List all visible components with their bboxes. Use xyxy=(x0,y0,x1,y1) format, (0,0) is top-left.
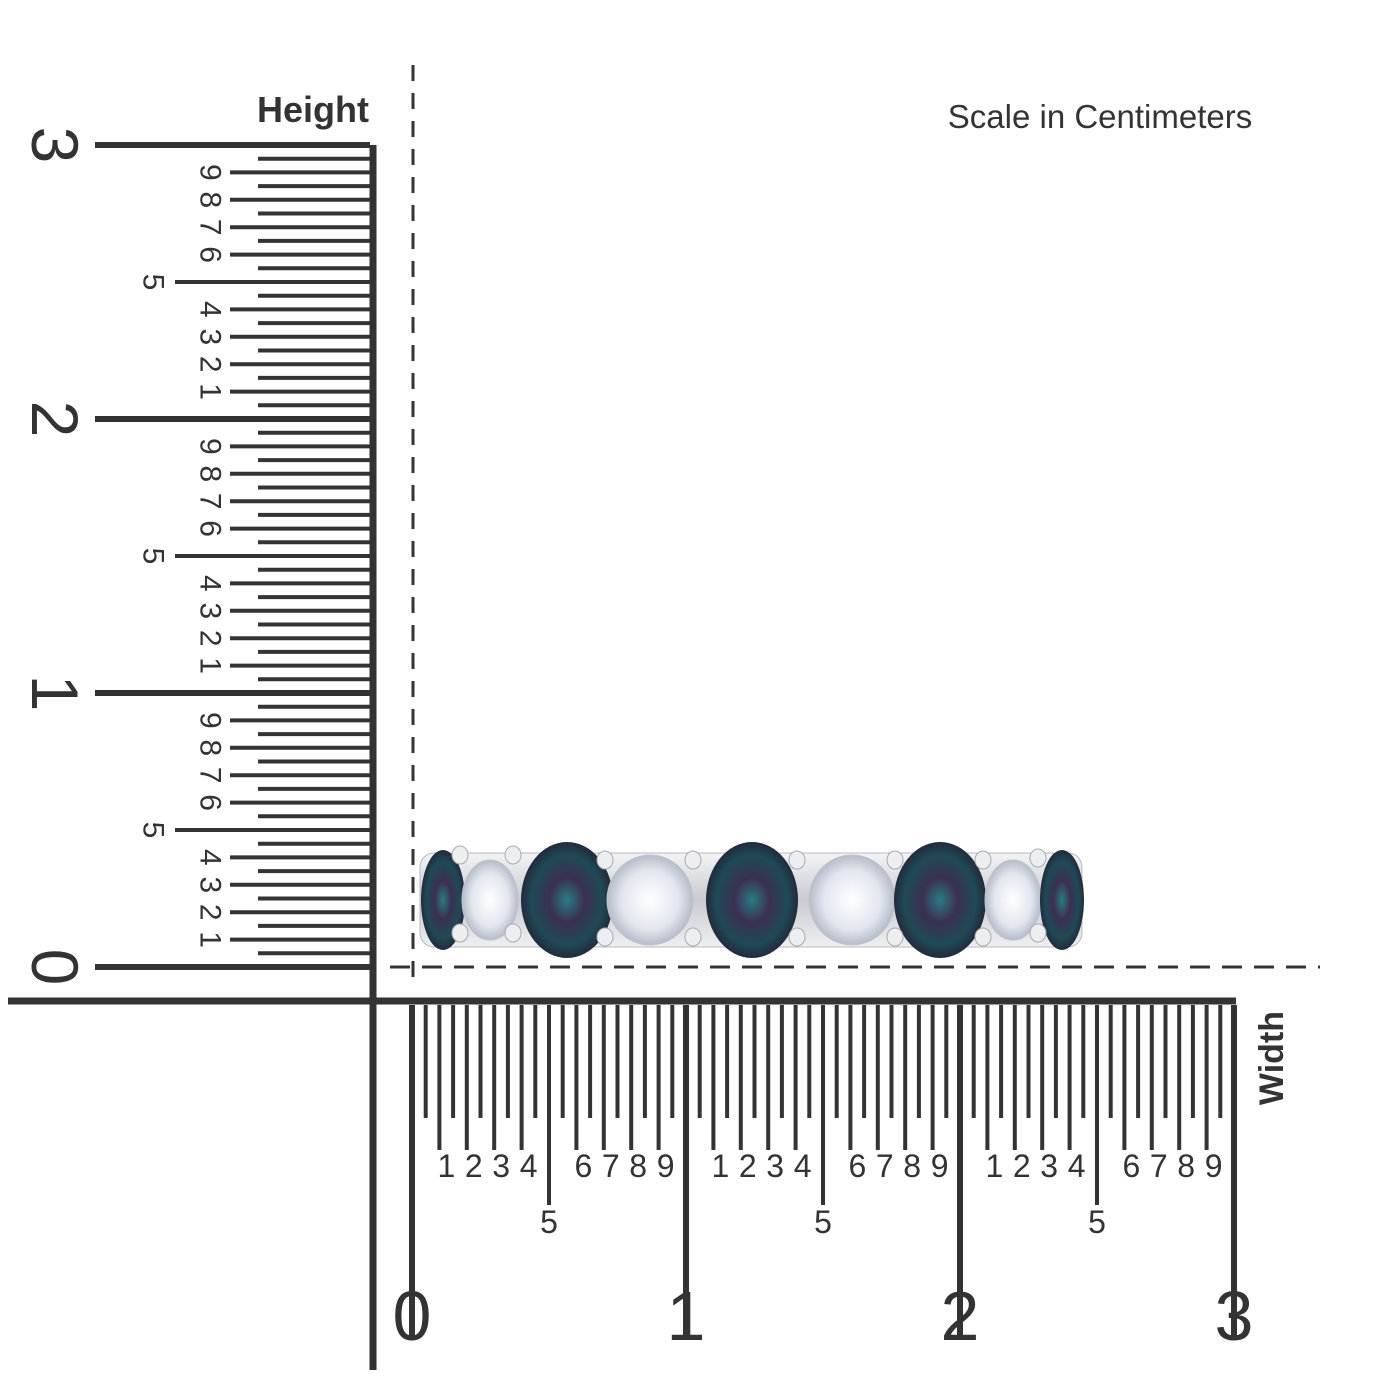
width-mm-label: 6 xyxy=(1123,1148,1141,1184)
width-mm-label: 6 xyxy=(575,1148,593,1184)
width-mm-label: 8 xyxy=(629,1148,647,1184)
width-mm-label: 3 xyxy=(1040,1148,1058,1184)
width-mm-label: 2 xyxy=(739,1148,757,1184)
prong xyxy=(596,927,614,947)
width-mm-label: 6 xyxy=(849,1148,867,1184)
height-cm-label: 3 xyxy=(18,127,92,164)
prong xyxy=(596,850,614,870)
height-mm-label: 8 xyxy=(194,739,227,756)
width-mm-label: 5 xyxy=(540,1204,558,1240)
height-mm-label: 7 xyxy=(194,767,227,784)
width-cm-label: 2 xyxy=(941,1277,980,1355)
prong xyxy=(504,845,522,865)
width-mm-label: 1 xyxy=(438,1148,456,1184)
width-mm-label: 1 xyxy=(712,1148,730,1184)
height-mm-label: 4 xyxy=(194,301,227,318)
alexandrite-stone xyxy=(894,842,986,958)
height-mm-label: 1 xyxy=(194,931,227,948)
width-mm-label: 9 xyxy=(1205,1148,1223,1184)
height-mm-label: 1 xyxy=(194,657,227,674)
width-mm-label: 2 xyxy=(465,1148,483,1184)
prong xyxy=(451,923,469,943)
prong xyxy=(451,845,469,865)
alexandrite-stone xyxy=(706,842,798,958)
width-mm-label: 1 xyxy=(986,1148,1004,1184)
width-mm-label: 3 xyxy=(766,1148,784,1184)
prong xyxy=(886,927,904,947)
width-mm-label: 7 xyxy=(1150,1148,1168,1184)
prong xyxy=(788,850,806,870)
height-mm-label: 2 xyxy=(194,630,227,647)
width-mm-label: 9 xyxy=(657,1148,675,1184)
height-mm-label: 6 xyxy=(194,794,227,811)
height-mm-label: 6 xyxy=(194,246,227,263)
height-mm-label: 1 xyxy=(194,383,227,400)
height-mm-label: 3 xyxy=(194,328,227,345)
width-mm-label: 8 xyxy=(903,1148,921,1184)
prong xyxy=(504,923,522,943)
prong xyxy=(788,927,806,947)
height-mm-label: 9 xyxy=(194,438,227,455)
diamond-stone xyxy=(808,854,896,946)
height-mm-label: 7 xyxy=(194,219,227,236)
prong xyxy=(1029,923,1047,943)
diamond-stone xyxy=(461,859,519,941)
width-mm-label: 5 xyxy=(1088,1204,1106,1240)
width-mm-label: 7 xyxy=(602,1148,620,1184)
width-mm-label: 9 xyxy=(931,1148,949,1184)
height-mm-label: 6 xyxy=(194,520,227,537)
width-mm-label: 7 xyxy=(876,1148,894,1184)
height-mm-label: 3 xyxy=(194,876,227,893)
height-mm-label: 2 xyxy=(194,356,227,373)
height-cm-label: 1 xyxy=(18,675,92,712)
prong xyxy=(1029,848,1047,868)
height-mm-label: 5 xyxy=(137,548,170,565)
scale-title: Scale in Centimeters xyxy=(948,98,1252,135)
width-mm-label: 2 xyxy=(1013,1148,1031,1184)
ring-image xyxy=(419,842,1084,958)
prong xyxy=(684,927,702,947)
width-label: Width xyxy=(1253,1011,1291,1105)
height-mm-label: 3 xyxy=(194,602,227,619)
width-mm-label: 8 xyxy=(1177,1148,1195,1184)
width-cm-label: 1 xyxy=(667,1277,706,1355)
height-mm-label: 9 xyxy=(194,712,227,729)
alexandrite-stone xyxy=(521,842,613,958)
alexandrite-stone xyxy=(1040,850,1084,950)
prong xyxy=(974,850,992,870)
alexandrite-stone xyxy=(421,850,465,950)
width-mm-label: 3 xyxy=(492,1148,510,1184)
height-mm-label: 8 xyxy=(194,191,227,208)
height-cm-label: 0 xyxy=(18,949,92,986)
prong xyxy=(974,927,992,947)
height-mm-label: 8 xyxy=(194,465,227,482)
height-mm-label: 9 xyxy=(194,164,227,181)
prong xyxy=(886,850,904,870)
height-mm-label: 2 xyxy=(194,904,227,921)
height-cm-label: 2 xyxy=(18,401,92,438)
height-label: Height xyxy=(257,89,369,130)
width-cm-label: 0 xyxy=(393,1277,432,1355)
height-mm-label: 5 xyxy=(137,822,170,839)
width-mm-label: 4 xyxy=(1068,1148,1086,1184)
width-mm-label: 4 xyxy=(520,1148,538,1184)
width-cm-label: 3 xyxy=(1215,1277,1254,1355)
width-mm-label: 5 xyxy=(814,1204,832,1240)
width-mm-label: 4 xyxy=(794,1148,812,1184)
height-mm-label: 5 xyxy=(137,274,170,291)
height-mm-label: 4 xyxy=(194,849,227,866)
height-mm-label: 7 xyxy=(194,493,227,510)
diamond-stone xyxy=(606,854,694,946)
height-mm-label: 4 xyxy=(194,575,227,592)
prong xyxy=(684,850,702,870)
